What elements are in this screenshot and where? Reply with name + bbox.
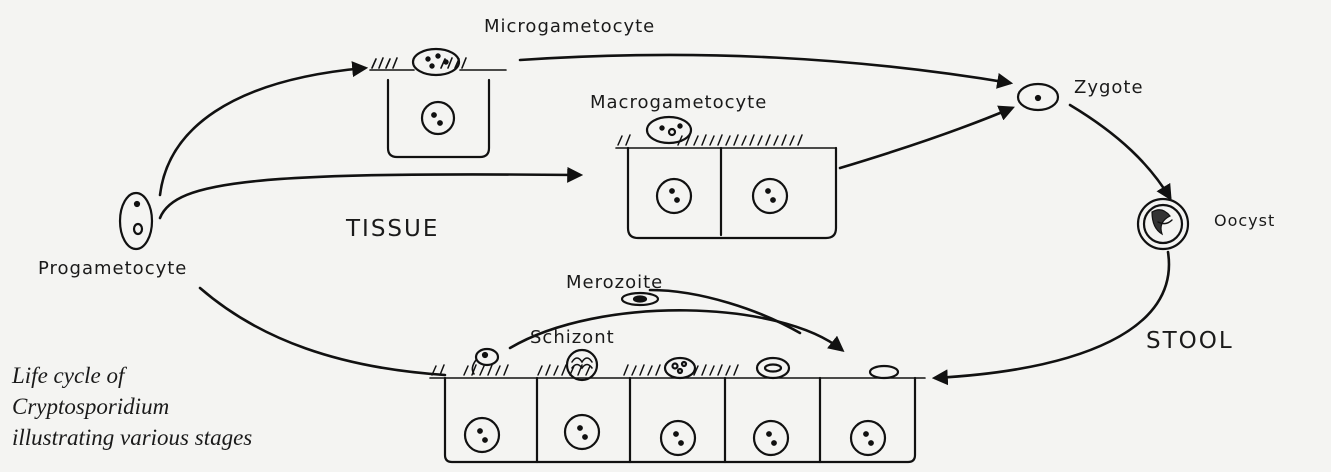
oocyst-label: Oocyst [1214,211,1275,230]
caption-line-1: Life cycle of [12,360,252,391]
zygote-label: Zygote [1074,77,1144,98]
arrow-oocyst-to-tissue [935,252,1169,378]
bottom-tissue-cells [430,349,925,462]
microgametocyte-cell [370,49,506,157]
arrow-macrogametocyte-to-zygote [840,108,1012,168]
progametocyte-label: Progametocyte [38,258,187,279]
macrogametocyte-cells [616,117,836,238]
arrow-zygote-to-oocyst [1070,105,1170,198]
arrow-microgametocyte-to-zygote [520,55,1010,83]
schizont-label: Schizont [530,327,615,348]
tissue-label: TISSUE [346,216,439,242]
stool-label: STOOL [1146,328,1234,354]
arrow-progametocyte-to-macrogametocyte [160,174,580,218]
figure-caption: Life cycle of Cryptosporidium illustrati… [12,360,252,453]
oocyst-cell [1138,199,1188,249]
merozoite-cell [622,293,658,305]
macrogametocyte-label: Macrogametocyte [590,92,767,113]
caption-line-3: illustrating various stages [12,422,252,453]
microgametocyte-label: Microgametocyte [484,16,655,37]
merozoite-label: Merozoite [566,272,663,293]
zygote-cell [1018,84,1058,110]
caption-line-2: Cryptosporidium [12,391,252,422]
progametocyte-cell [120,193,152,249]
